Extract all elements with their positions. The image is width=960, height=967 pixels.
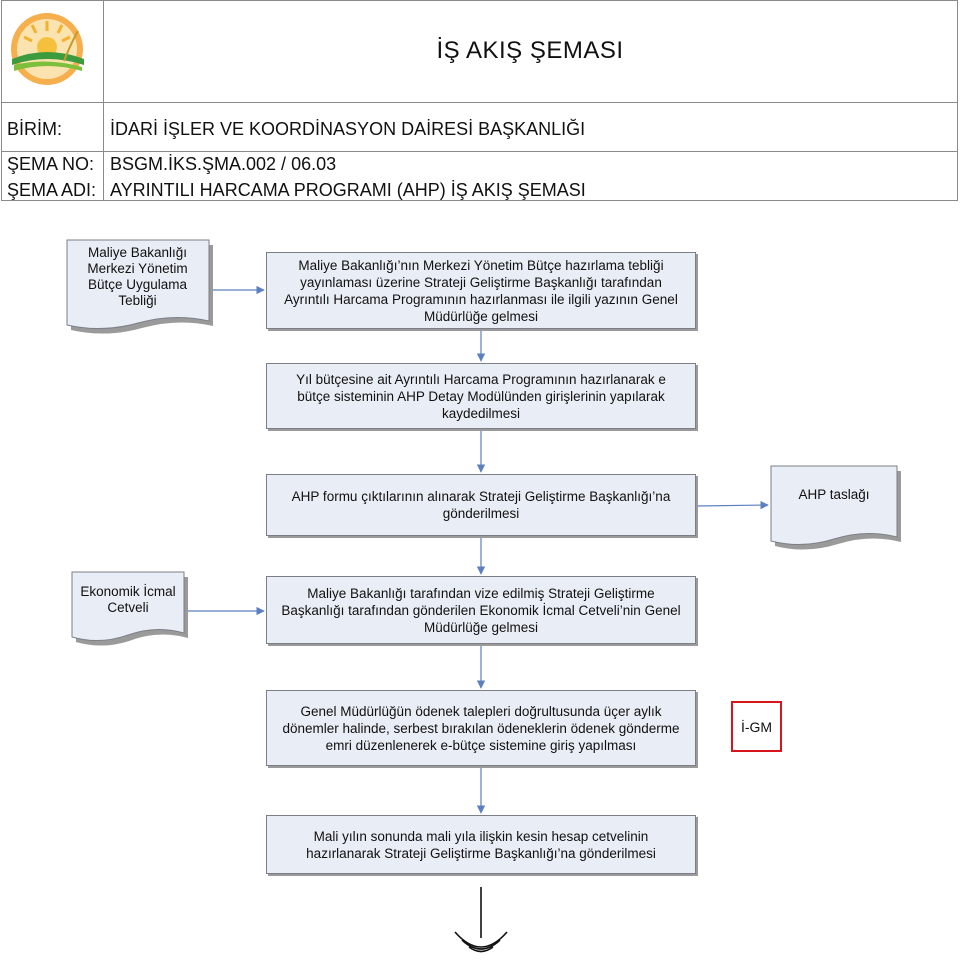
document-shape-3 bbox=[71, 571, 188, 646]
process-step-5: Genel Müdürlüğün ödenek talepleri doğrul… bbox=[266, 690, 696, 766]
page-title: İŞ AKIŞ ŞEMASI bbox=[436, 37, 624, 64]
sema-row: ŞEMA NO: BSGM.İKS.ŞMA.002 / 06.03 ŞEMA A… bbox=[2, 151, 957, 202]
step-4-line: Müdürlüğe gelmesi bbox=[423, 619, 539, 635]
step-5-line: emri düzenlenerek e-bütçe sistemine giri… bbox=[325, 737, 637, 753]
sema-adi-value: AYRINTILI HARCAMA PROGRAMI (AHP) İŞ AKIŞ… bbox=[110, 180, 586, 200]
step-4-line: Başkanlığı tarafından gönderilen Ekonomi… bbox=[281, 602, 681, 618]
step-5-line: dönemler halinde, serbest bırakılan öden… bbox=[282, 720, 680, 736]
document-3-line: Ekonomik İcmal bbox=[80, 584, 176, 599]
end-symbol bbox=[454, 887, 508, 953]
document-shape-1 bbox=[66, 239, 213, 334]
document-1-line: Bütçe Uygulama bbox=[87, 277, 188, 292]
step-6-line: Mali yılın sonunda mali yıla ilişkin kes… bbox=[313, 828, 649, 844]
step-2-line: Yıl bütçesine ait Ayrıntılı Harcama Prog… bbox=[296, 371, 666, 387]
process-step-3: AHP formu çıktılarının alınarak Strateji… bbox=[266, 474, 696, 536]
document-1-line: Tebliği bbox=[118, 293, 157, 308]
document-3-line: Cetveli bbox=[107, 600, 149, 615]
process-step-1: Maliye Bakanlığı’nın Merkezi Yönetim Büt… bbox=[266, 252, 696, 329]
document-2-line: AHP taslağı bbox=[798, 487, 870, 502]
birim-row: BİRİM: İDARİ İŞLER VE KOORDİNASYON DAİRE… bbox=[2, 102, 957, 152]
document-1-line: Maliye Bakanlığı bbox=[87, 245, 188, 260]
document-3: Ekonomik İcmal Cetveli bbox=[71, 584, 185, 616]
step-1-line: Maliye Bakanlığı’nın Merkezi Yönetim Büt… bbox=[298, 257, 664, 273]
sema-no-label: ŞEMA NO: bbox=[7, 154, 95, 174]
sema-no-value: BSGM.İKS.ŞMA.002 / 06.03 bbox=[110, 154, 337, 174]
arrow-step3-to-doc2 bbox=[696, 500, 769, 510]
document-1: Maliye Bakanlığı Merkezi Yönetim Bütçe U… bbox=[66, 245, 209, 309]
ministry-logo bbox=[11, 13, 84, 85]
birim-label: BİRİM: bbox=[7, 119, 63, 139]
process-step-6: Mali yılın sonunda mali yıla ilişkin kes… bbox=[266, 815, 696, 874]
process-step-4: Maliye Bakanlığı tarafından vize edilmiş… bbox=[266, 576, 696, 644]
igm-label: İ-GM bbox=[740, 718, 773, 735]
logo-cell bbox=[2, 1, 104, 102]
step-2-line: kaydedilmesi bbox=[441, 405, 521, 421]
igm-label-box: İ-GM bbox=[731, 701, 782, 752]
document-shape-2 bbox=[770, 465, 901, 550]
step-6-line: hazırlanarak Strateji Geliştirme Başkanl… bbox=[306, 845, 656, 861]
step-1-line: Ayrıntılı Harcama Programının hazırlanma… bbox=[284, 291, 678, 307]
title-cell: İŞ AKIŞ ŞEMASI bbox=[103, 1, 957, 102]
step-3-line: gönderilmesi bbox=[442, 506, 520, 521]
document-1-line: Merkezi Yönetim bbox=[87, 261, 188, 276]
process-step-2: Yıl bütçesine ait Ayrıntılı Harcama Prog… bbox=[266, 363, 696, 429]
step-1-line: yayınlaması üzerine Strateji Geliştirme … bbox=[300, 274, 662, 290]
step-1-line: Müdürlüğe gelmesi bbox=[423, 308, 539, 324]
header-table: İŞ AKIŞ ŞEMASI BİRİM: İDARİ İŞLER VE KOO… bbox=[1, 0, 958, 201]
step-5-line: Genel Müdürlüğün ödenek talepleri doğrul… bbox=[300, 703, 662, 719]
step-4-line: Maliye Bakanlığı tarafından vize edilmiş… bbox=[307, 585, 655, 601]
birim-value: İDARİ İŞLER VE KOORDİNASYON DAİRESİ BAŞK… bbox=[110, 119, 586, 139]
document-2: AHP taslağı bbox=[770, 487, 898, 503]
step-2-line: bütçe sisteminin AHP Detay Modülünden gi… bbox=[297, 388, 665, 404]
step-3-line: AHP formu çıktılarının alınarak Strateji… bbox=[291, 489, 671, 504]
sema-adi-label: ŞEMA ADI: bbox=[7, 180, 97, 200]
